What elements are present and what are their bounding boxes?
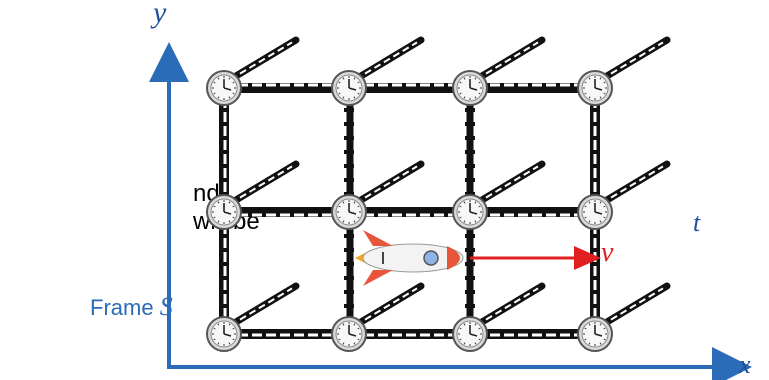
clock-icon [577,316,613,352]
rod-depth-stripe [239,287,293,321]
rod-horizontal [240,329,333,339]
rod-depth-stripe [485,41,539,75]
rod-horizontal [486,207,579,217]
rod-depth-stripe [364,41,418,75]
rod-horizontal [486,83,579,93]
clock-icon [452,194,488,230]
clock-icon [331,316,367,352]
rod-depth-stripe [485,287,539,321]
clock-icon [331,194,367,230]
rod-depth-stripe [364,165,418,199]
rod-depth-stripe [239,41,293,75]
clock-icon [331,70,367,106]
y-axis-label: y [153,0,167,29]
rod-vertical [465,104,475,196]
rod-vertical [219,104,229,196]
rocket-icon [355,230,464,286]
clock-icon [452,316,488,352]
clock-icon [206,194,242,230]
rod-vertical [590,104,600,196]
rod-vertical [590,228,600,318]
rod-depth-stripe [485,165,539,199]
rod-depth-stripe [610,165,664,199]
clock-icon [452,70,488,106]
frame-label-prefix: Frame [90,295,160,320]
rod-depth-stripe [364,287,418,321]
rod-vertical [219,228,229,318]
x-axis-label: x [739,350,751,379]
rod-vertical [344,104,354,196]
clock-icon [206,316,242,352]
rod-vertical [465,228,475,318]
rod-horizontal [240,83,333,93]
rod-horizontal [365,83,454,93]
time-label: t [693,208,701,237]
rod-horizontal [240,207,333,217]
rod-depth-stripe [610,287,664,321]
clock-icon [206,70,242,106]
clock-icon [577,70,613,106]
rod-horizontal [365,329,454,339]
velocity-label: v [601,237,614,268]
rod-depth-stripe [239,165,293,199]
rod-horizontal [486,329,579,339]
rod-horizontal [365,207,454,217]
rod-depth-stripe [610,41,664,75]
clock-rod-lattice [206,36,671,352]
rod-vertical [344,228,354,318]
clock-icon [577,194,613,230]
